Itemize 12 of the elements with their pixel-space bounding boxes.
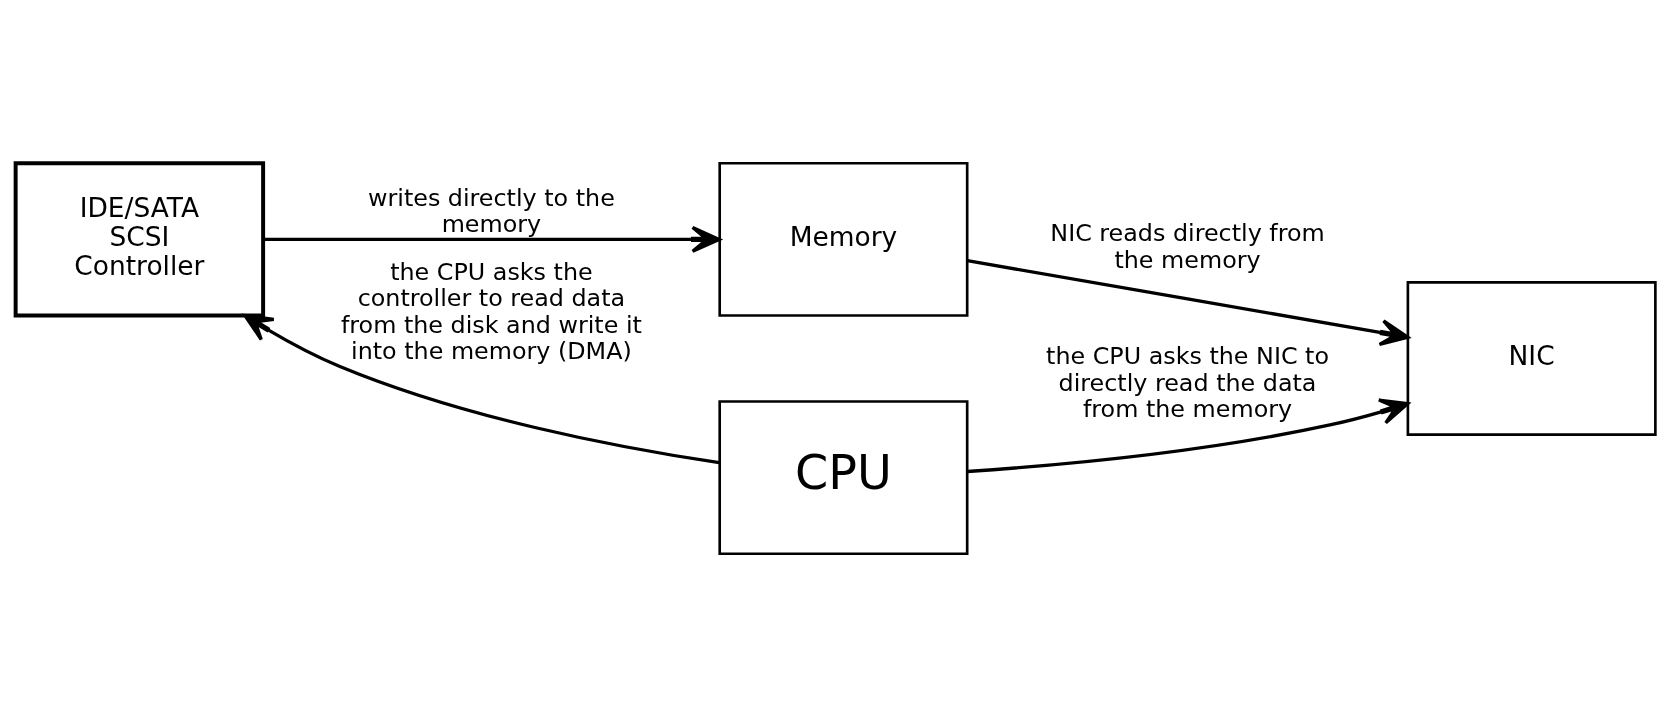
edge-label: writes directly to the memory bbox=[367, 183, 615, 238]
node-box: NIC bbox=[1406, 281, 1657, 436]
arrow bbox=[966, 398, 1409, 474]
edge-label: the CPU asks the controller to read data from the disk and write it into the memory (DMA) bbox=[340, 257, 642, 366]
node-box: Memory bbox=[717, 161, 968, 317]
arrow bbox=[242, 313, 720, 465]
edge-label: the CPU asks the NIC to directly read the data from the memory bbox=[1045, 342, 1329, 424]
arrow bbox=[966, 259, 1409, 347]
arrow bbox=[262, 225, 721, 253]
node-box: CPU bbox=[717, 400, 968, 556]
edge-label: NIC reads directly from the memory bbox=[1049, 219, 1325, 274]
node-box: IDE/SATA SCSI Controller bbox=[13, 161, 265, 318]
